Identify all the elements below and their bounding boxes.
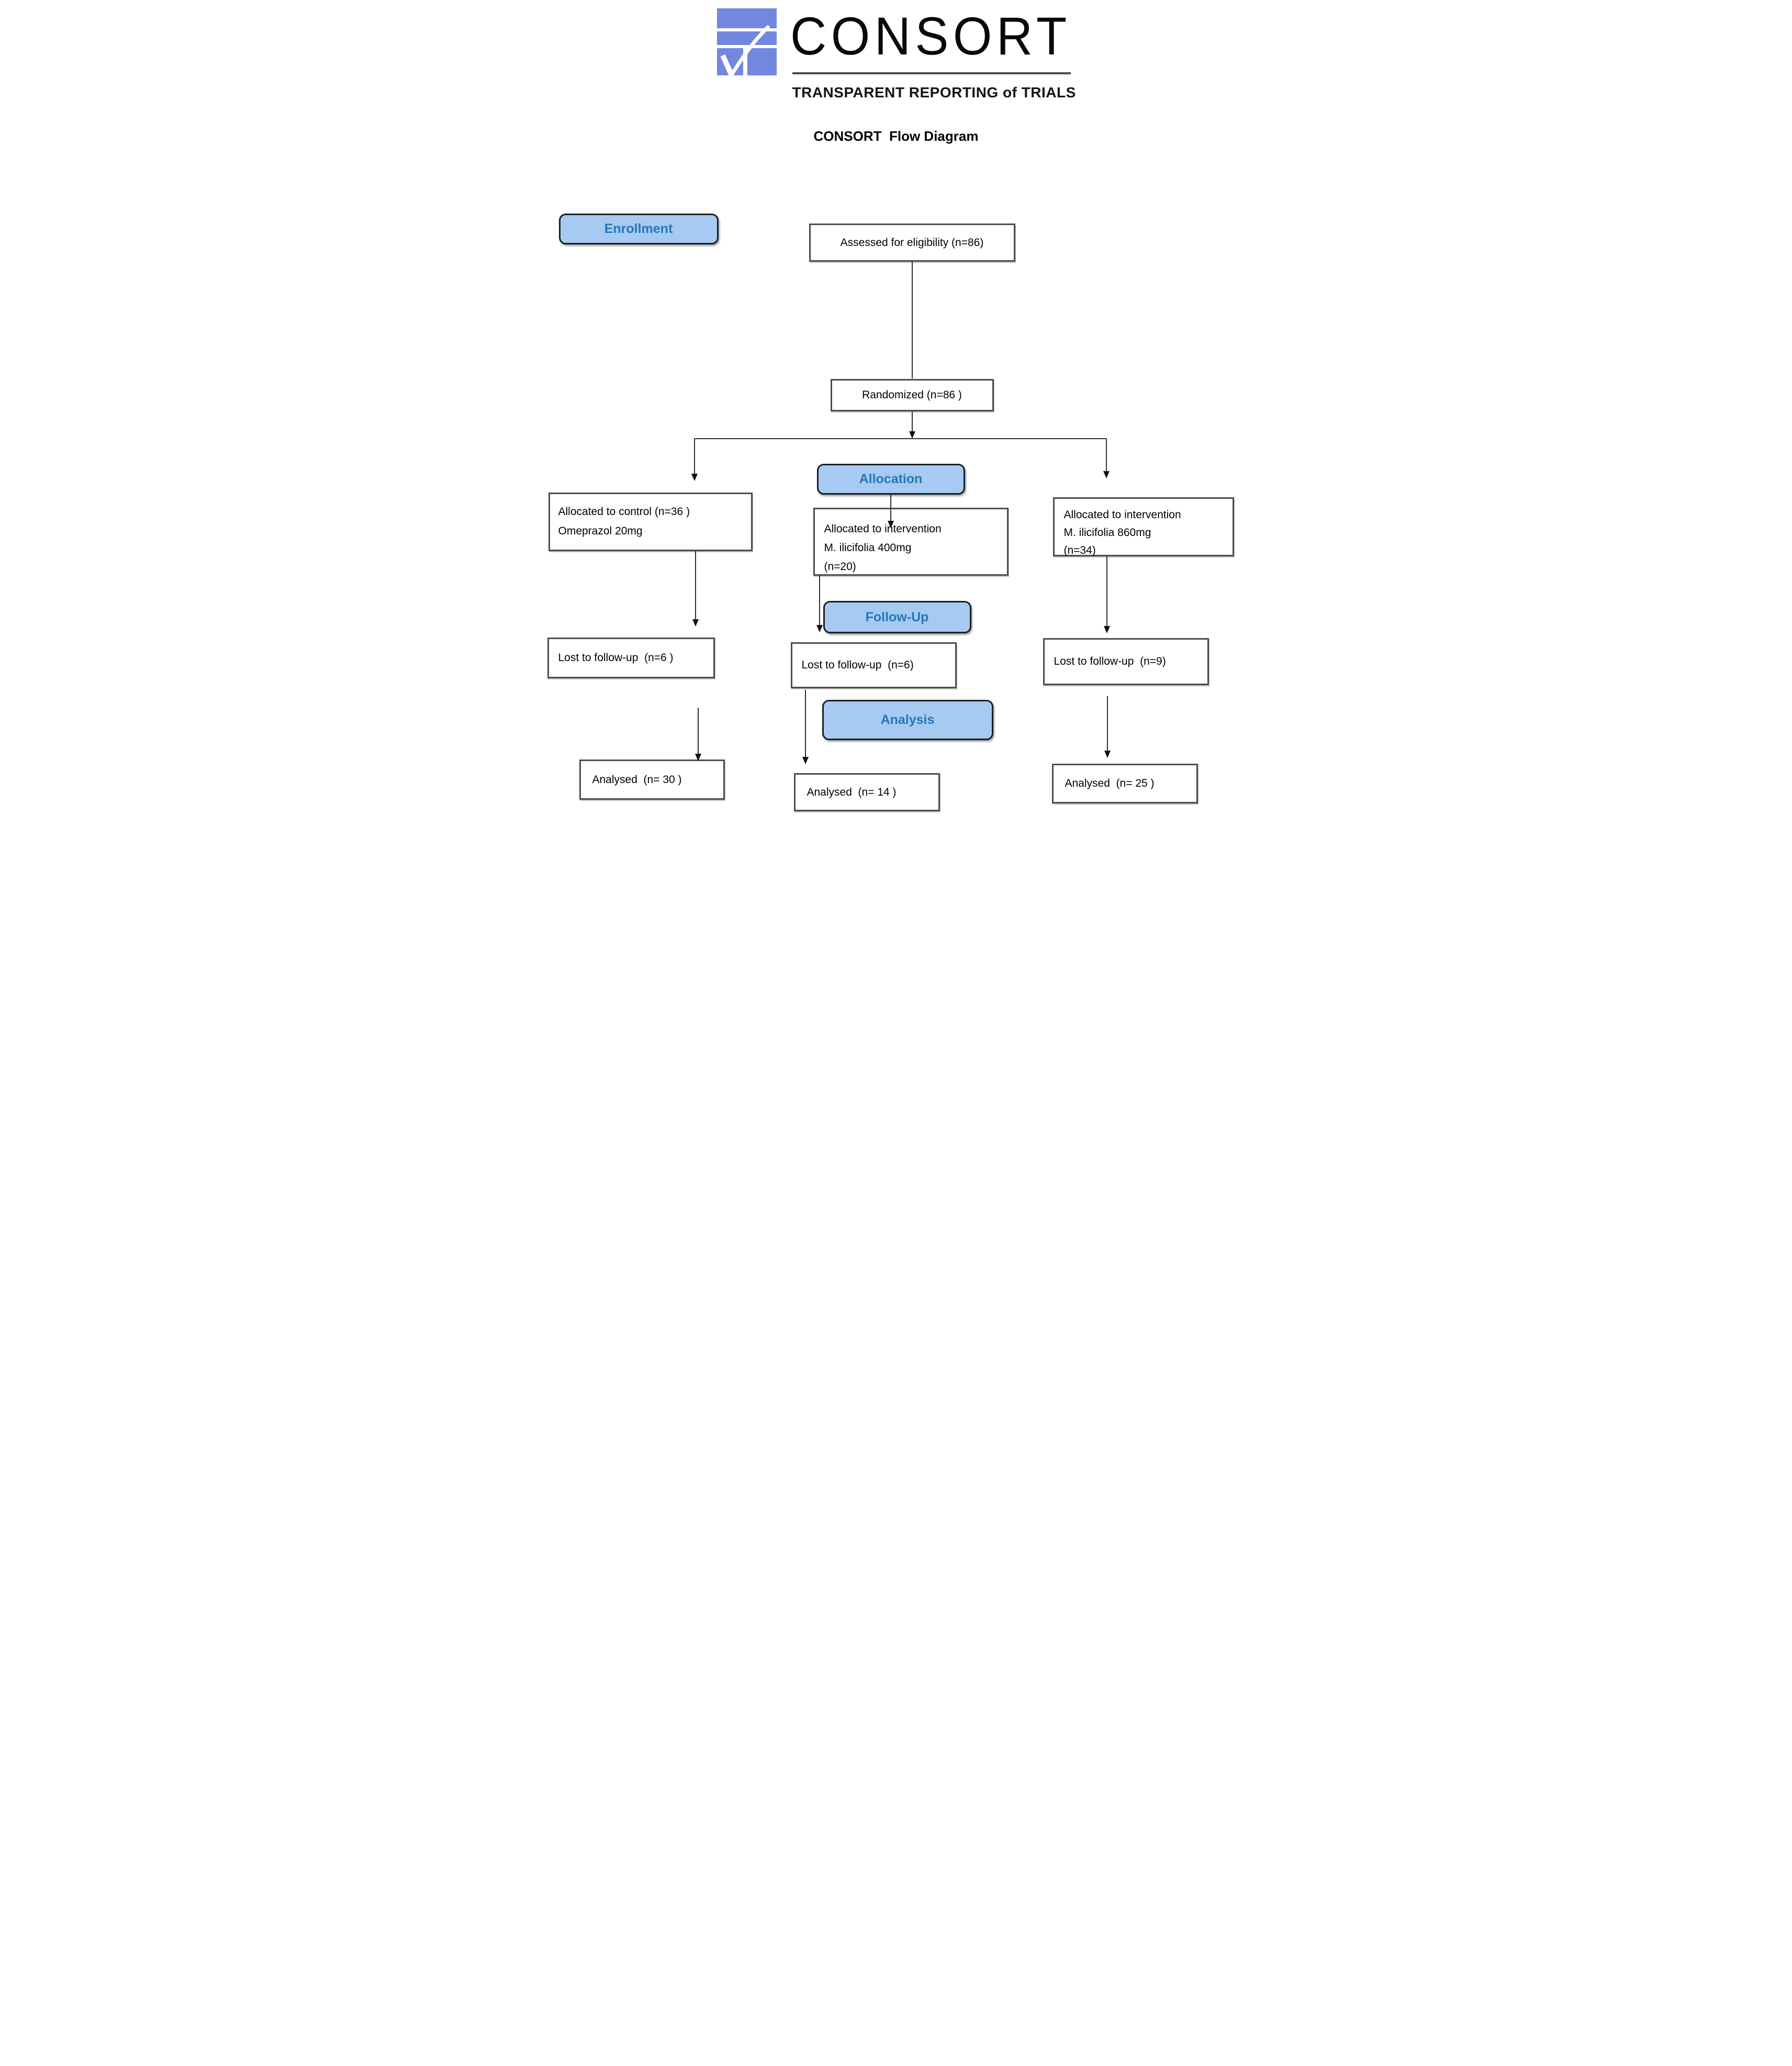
arrowhead	[909, 431, 915, 439]
box-text: Lost to follow-up (n=9)	[1054, 655, 1166, 667]
arrowhead	[802, 757, 809, 764]
box-assessed-for-eligibility: Assessed for eligibility (n=86)	[809, 224, 1015, 262]
box-text: Randomized (n=86 )	[862, 389, 962, 401]
arrowhead	[691, 474, 698, 481]
box-text: Lost to follow-up (n=6 )	[558, 652, 674, 664]
box-randomized: Randomized (n=86 )	[830, 379, 994, 411]
box-allocated-control: Allocated to control (n=36 ) Omeprazol 2…	[548, 493, 753, 551]
logo-check-swoosh	[730, 25, 769, 77]
stage-allocation: Allocation	[816, 464, 965, 495]
arrowhead	[1103, 471, 1110, 478]
arrowhead	[1103, 626, 1110, 633]
box-analysed-control: Analysed (n= 30 )	[579, 760, 725, 800]
logo-check-left-stroke	[720, 54, 734, 77]
box-text-line: M. ilicifolia 400mg	[824, 542, 912, 554]
stage-enrollment: Enrollment	[558, 214, 719, 244]
arrowhead	[1104, 751, 1111, 758]
box-analysed-860: Analysed (n= 25 )	[1051, 764, 1198, 803]
arrowhead	[816, 625, 823, 632]
page-title: CONSORT Flow Diagram	[813, 128, 979, 144]
arrowhead	[692, 619, 699, 627]
box-text-line: M. ilicifolia 860mg	[1063, 527, 1151, 539]
box-lost-followup-control: Lost to follow-up (n=6 )	[547, 638, 715, 678]
consort-flow-diagram-page: CONSORT TRANSPARENT REPORTING of TRIALS …	[543, 0, 1249, 814]
box-lost-followup-400: Lost to follow-up (n=6)	[790, 642, 957, 688]
box-lost-followup-860: Lost to follow-up (n=9)	[1043, 638, 1209, 685]
box-allocated-intervention-860: Allocated to intervention M. ilicifolia …	[1052, 497, 1234, 556]
stage-analysis: Analysis	[822, 700, 993, 740]
box-text-line: Allocated to intervention	[1063, 509, 1181, 521]
box-allocated-intervention-400: Allocated to intervention M. ilicifolia …	[813, 508, 1009, 576]
box-text-line: (n=20)	[824, 561, 856, 573]
box-text: Analysed (n= 25 )	[1065, 777, 1155, 789]
box-text: Lost to follow-up (n=6)	[801, 659, 914, 671]
consort-wordmark: CONSORT	[790, 6, 1071, 66]
box-text: Analysed (n= 14 )	[807, 786, 897, 798]
box-text-line: Allocated to control (n=36 )	[558, 506, 690, 518]
logo-underline	[792, 72, 1071, 74]
box-text-line: Omeprazol 20mg	[558, 524, 643, 537]
box-text-line: (n=34)	[1063, 544, 1096, 557]
box-text: Assessed for eligibility (n=86)	[840, 236, 984, 249]
box-text: Analysed (n= 30 )	[592, 773, 682, 786]
box-text-line: Allocated to intervention	[824, 523, 942, 535]
consort-tagline: TRANSPARENT REPORTING of TRIALS	[792, 84, 1076, 100]
consort-logo-icon	[716, 8, 777, 77]
box-analysed-400: Analysed (n= 14 )	[793, 773, 940, 811]
stage-followup: Follow-Up	[823, 601, 971, 633]
